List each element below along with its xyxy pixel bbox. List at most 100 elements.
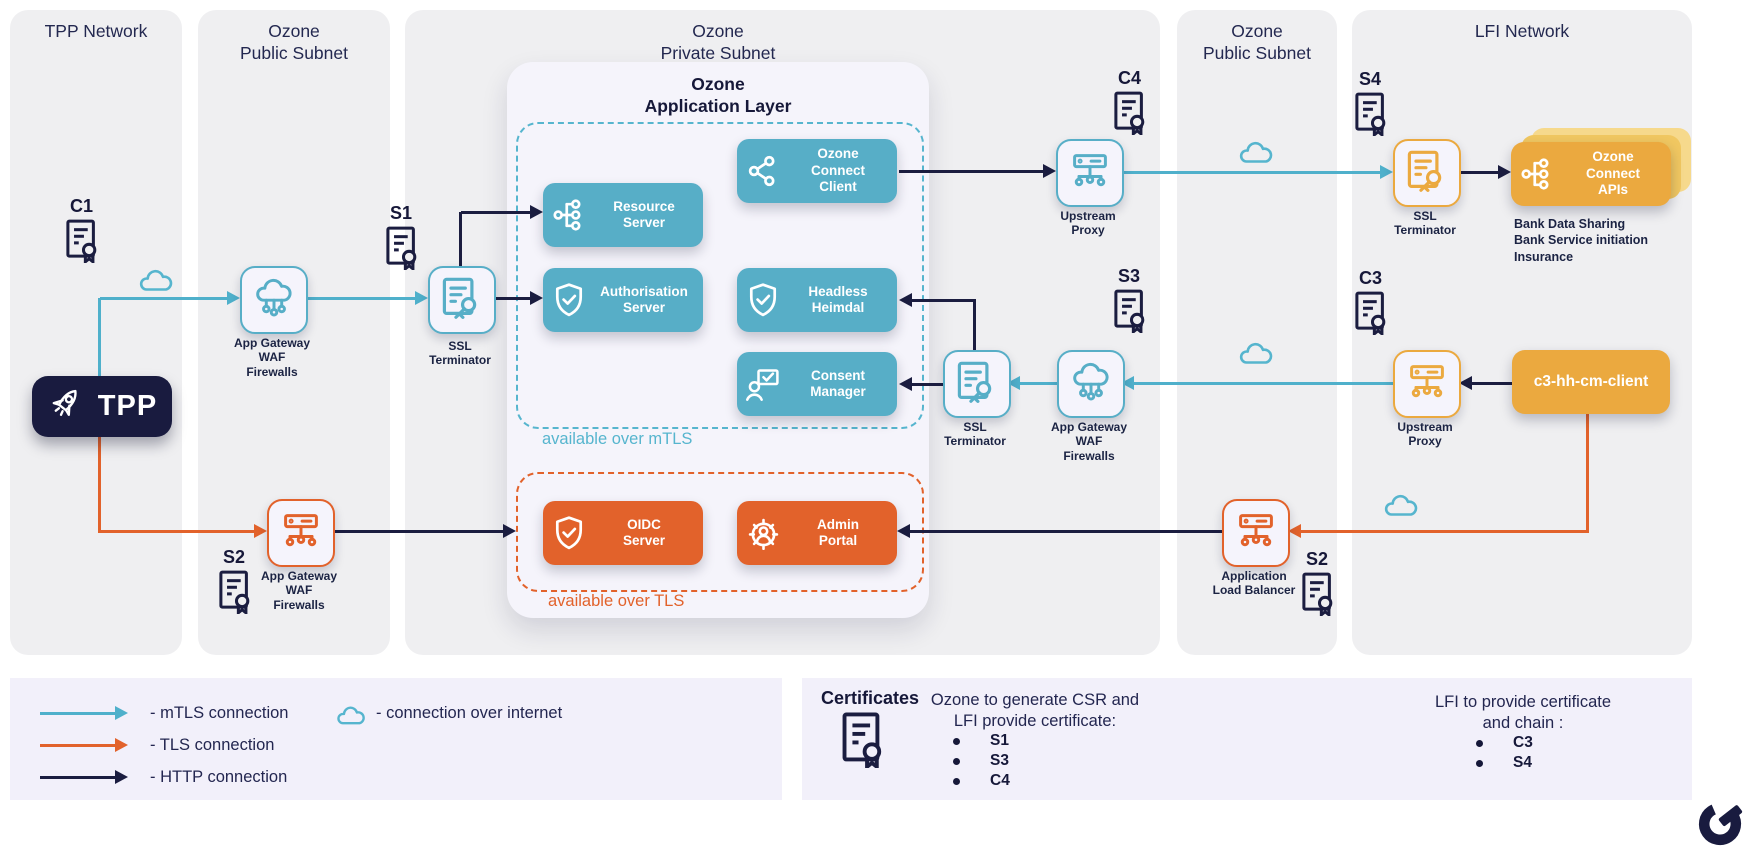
apis-subtext: Bank Data Sharing Bank Service initiatio… [1514, 217, 1649, 264]
arrowhead-appgw3 [254, 524, 267, 538]
internet-cloud-icon [1236, 140, 1276, 171]
legend-cloud-icon [334, 705, 368, 732]
certificate-icon [1355, 291, 1386, 337]
headless-heimdal-box: Headless Heimdal [737, 268, 897, 332]
certificate-s1: S1 [386, 203, 430, 275]
certificate-s2-left: S2 [219, 547, 263, 619]
lfi-cert-heading: LFI to provide certificate and chain : [1434, 693, 1612, 732]
certificate-s4-label: S4 [1359, 69, 1382, 89]
app-gateway-waf-3 [267, 499, 335, 567]
ssl-terminator-1-label: SSL Terminator [429, 339, 491, 368]
app-gateway-waf-1 [240, 266, 308, 334]
bullet-icon [1476, 759, 1483, 767]
admin-portal-box: Admin Portal [737, 501, 897, 565]
legend-mtls-label: - mTLS connection [150, 704, 289, 722]
line-appgw1-to-sslt1 [306, 297, 415, 300]
ozone-connect-apis-box: Ozone Connect APIs [1511, 142, 1671, 206]
arrowhead-admin-portal [897, 524, 910, 538]
certificate-c4-label: C4 [1118, 68, 1142, 88]
line-c3client-to-uplfi [1472, 382, 1512, 385]
certificate-s4: S4 [1355, 69, 1399, 141]
shield-check-icon [543, 515, 595, 551]
line-appgw2-to-sslt2 [1020, 382, 1057, 385]
network-hub-icon [1511, 156, 1563, 192]
ozone-csr-heading: Ozone to generate CSR and LFI provide ce… [930, 691, 1140, 730]
certificate-key-icon [955, 360, 999, 409]
app-gateway-waf-2-label: App Gateway WAF Firewalls [1050, 420, 1128, 463]
consent-person-board-icon [737, 366, 789, 402]
arrowhead-appgw1 [227, 291, 240, 305]
legend-tls-line [40, 744, 115, 747]
line-alb-to-admin [910, 530, 1222, 533]
bullet-icon [953, 737, 960, 745]
cert-item: S4 [1513, 754, 1532, 771]
mtls-zone-label: available over mTLS [542, 430, 693, 448]
authorisation-server-label: Authorisation Server [600, 283, 688, 315]
server-network-icon [1234, 509, 1278, 558]
certificate-c1: C1 [66, 196, 110, 268]
internet-cloud-icon [1236, 341, 1276, 372]
certificate-s2-right: S2 [1302, 549, 1346, 621]
certificate-c3-label: C3 [1359, 268, 1383, 288]
certificates-panel [802, 678, 1692, 800]
line-sslt1-up [459, 212, 462, 267]
certificate-s1-label: S1 [390, 203, 413, 223]
column-title-public-subnet-2: Ozone Public Subnet [1203, 21, 1311, 63]
column-title-tpp-network: TPP Network [44, 21, 148, 41]
app-gateway-waf-1-label: App Gateway WAF Firewalls [233, 336, 311, 379]
consent-manager-label: Consent Manager [810, 367, 866, 399]
upstream-proxy-lfi-label: Upstream Proxy [1397, 420, 1453, 449]
authorisation-server-box: Authorisation Server [543, 268, 703, 332]
lfi-cert-items: C3 S4 [1428, 733, 1628, 773]
line-sslt1-to-auth [494, 297, 530, 300]
legend-tls-label: - TLS connection [150, 736, 275, 754]
resource-server-label: Resource Server [613, 198, 675, 230]
ssl-terminator-1 [428, 266, 496, 334]
line-sslt2-to-consent [912, 383, 943, 386]
legend-http-line [40, 776, 115, 779]
line-ssltlfi-to-apis [1461, 171, 1498, 174]
certificate-s2-right-label: S2 [1306, 549, 1329, 569]
arrowhead-sslt1 [415, 291, 428, 305]
certificate-s3-label: S3 [1118, 266, 1141, 286]
resource-server-box: Resource Server [543, 183, 703, 247]
arrowhead-consent [899, 377, 912, 391]
share-network-icon [737, 153, 789, 189]
ssl-terminator-2 [943, 350, 1011, 418]
column-title-public-subnet-1: Ozone Public Subnet [240, 21, 348, 63]
bullet-icon [953, 777, 960, 785]
shield-check-icon [543, 282, 595, 318]
bullet-icon [953, 757, 960, 765]
upstream-proxy-1 [1056, 139, 1124, 207]
legend-tls-arrow [115, 738, 128, 752]
arrowhead-alb [1288, 524, 1301, 538]
arrowhead-apis [1498, 165, 1511, 179]
mtls-zone [516, 122, 924, 429]
line-c3client-to-alb [1301, 530, 1589, 533]
bullet-icon [1476, 739, 1483, 747]
column-lfi-network [1352, 10, 1692, 655]
tpp-box: TPP [32, 376, 172, 437]
line-occ-to-up1 [899, 170, 1043, 173]
certificate-icon [66, 219, 97, 265]
legend-internet-label: - connection over internet [376, 704, 563, 722]
ozone-csr-items: S1 S3 C4 [905, 731, 1165, 791]
app-gateway-waf-2 [1057, 350, 1125, 418]
line-tpp-up [98, 298, 101, 377]
arrowhead-heimdal [899, 293, 912, 307]
cert-item: S1 [990, 732, 1009, 749]
line-uplfi-to-appgw2 [1134, 382, 1393, 385]
server-network-icon [279, 509, 323, 558]
gear-person-icon [737, 515, 789, 552]
headless-heimdal-label: Headless Heimdal [808, 283, 868, 315]
certificate-c3: C3 [1355, 268, 1399, 340]
ssl-terminator-lfi-label: SSL Terminator [1394, 209, 1456, 238]
consent-manager-box: Consent Manager [737, 352, 897, 416]
cloud-network-icon [1069, 360, 1113, 409]
column-title-lfi-network: LFI Network [1474, 21, 1570, 41]
cloud-network-icon [252, 276, 296, 325]
app-gateway-waf-3-label: App Gateway WAF Firewalls [260, 569, 338, 612]
certificates-panel-title: Certificates [820, 688, 920, 708]
ozone-connect-apis-label: Ozone Connect APIs [1586, 149, 1640, 198]
